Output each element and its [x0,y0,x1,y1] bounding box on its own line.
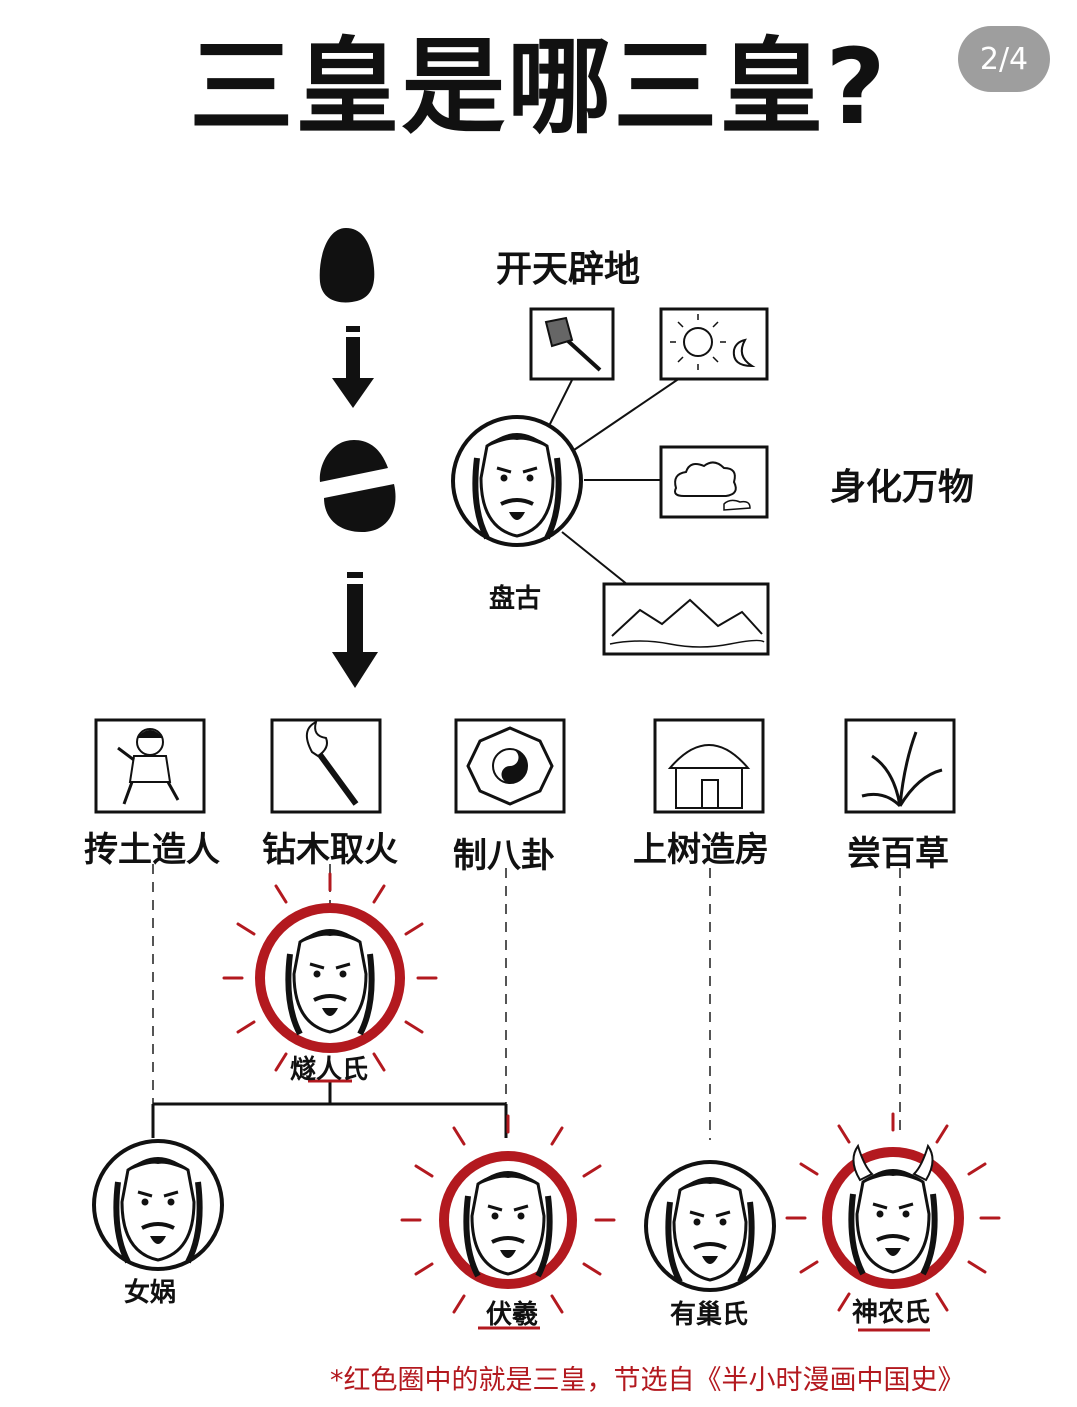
nuwa-portrait [92,1139,224,1271]
page-title: 三皇是哪三皇? [189,26,888,148]
heading-creation: 开天辟地 [496,249,641,290]
label-body-transformation: 身化万物 [830,467,975,508]
suiren-portrait [222,872,438,1072]
arrow-down-icon [332,326,374,408]
label-achievement-fire: 钻木取火 [262,830,398,870]
axe-icon [529,307,615,381]
label-achievement-herbs: 尝百草 [847,834,949,874]
fuxi-portrait [400,1114,616,1314]
label-youchao: 有巢氏 [670,1300,749,1330]
label-pangu: 盘古 [489,584,542,614]
clay-figure-icon [94,718,206,814]
sun-moon-icon [659,307,769,381]
footnote: *红色圈中的就是三皇，节选自《半小时漫画中国史》 [330,1365,965,1396]
label-achievement-house: 上树造房 [633,830,769,870]
label-achievement-bagua: 制八卦 [453,836,555,876]
label-nuwa: 女娲 [124,1278,177,1308]
pangu-portrait [451,415,583,547]
shennong-portrait [785,1112,1001,1312]
label-suiren: 燧人氏 [290,1055,369,1085]
pangu-connectors [547,377,681,586]
mountains-icon [602,582,770,656]
hut-icon [653,718,765,814]
label-achievement-clay: 抟土造人 [84,830,220,870]
page-indicator-badge[interactable]: 2/4 [958,26,1050,92]
youchao-portrait [644,1160,776,1292]
cloud-icon [659,445,769,519]
label-shennong: 神农氏 [852,1298,931,1328]
herb-icon [844,718,956,814]
bagua-icon [454,718,566,814]
highlight-underlines [308,1079,930,1332]
egg-icon [319,228,375,303]
cracked-egg-icon [319,440,396,532]
arrow-down-icon [332,572,378,688]
torch-icon [270,718,382,814]
family-tree-bracket [151,1080,508,1138]
label-fuxi: 伏羲 [486,1300,539,1330]
